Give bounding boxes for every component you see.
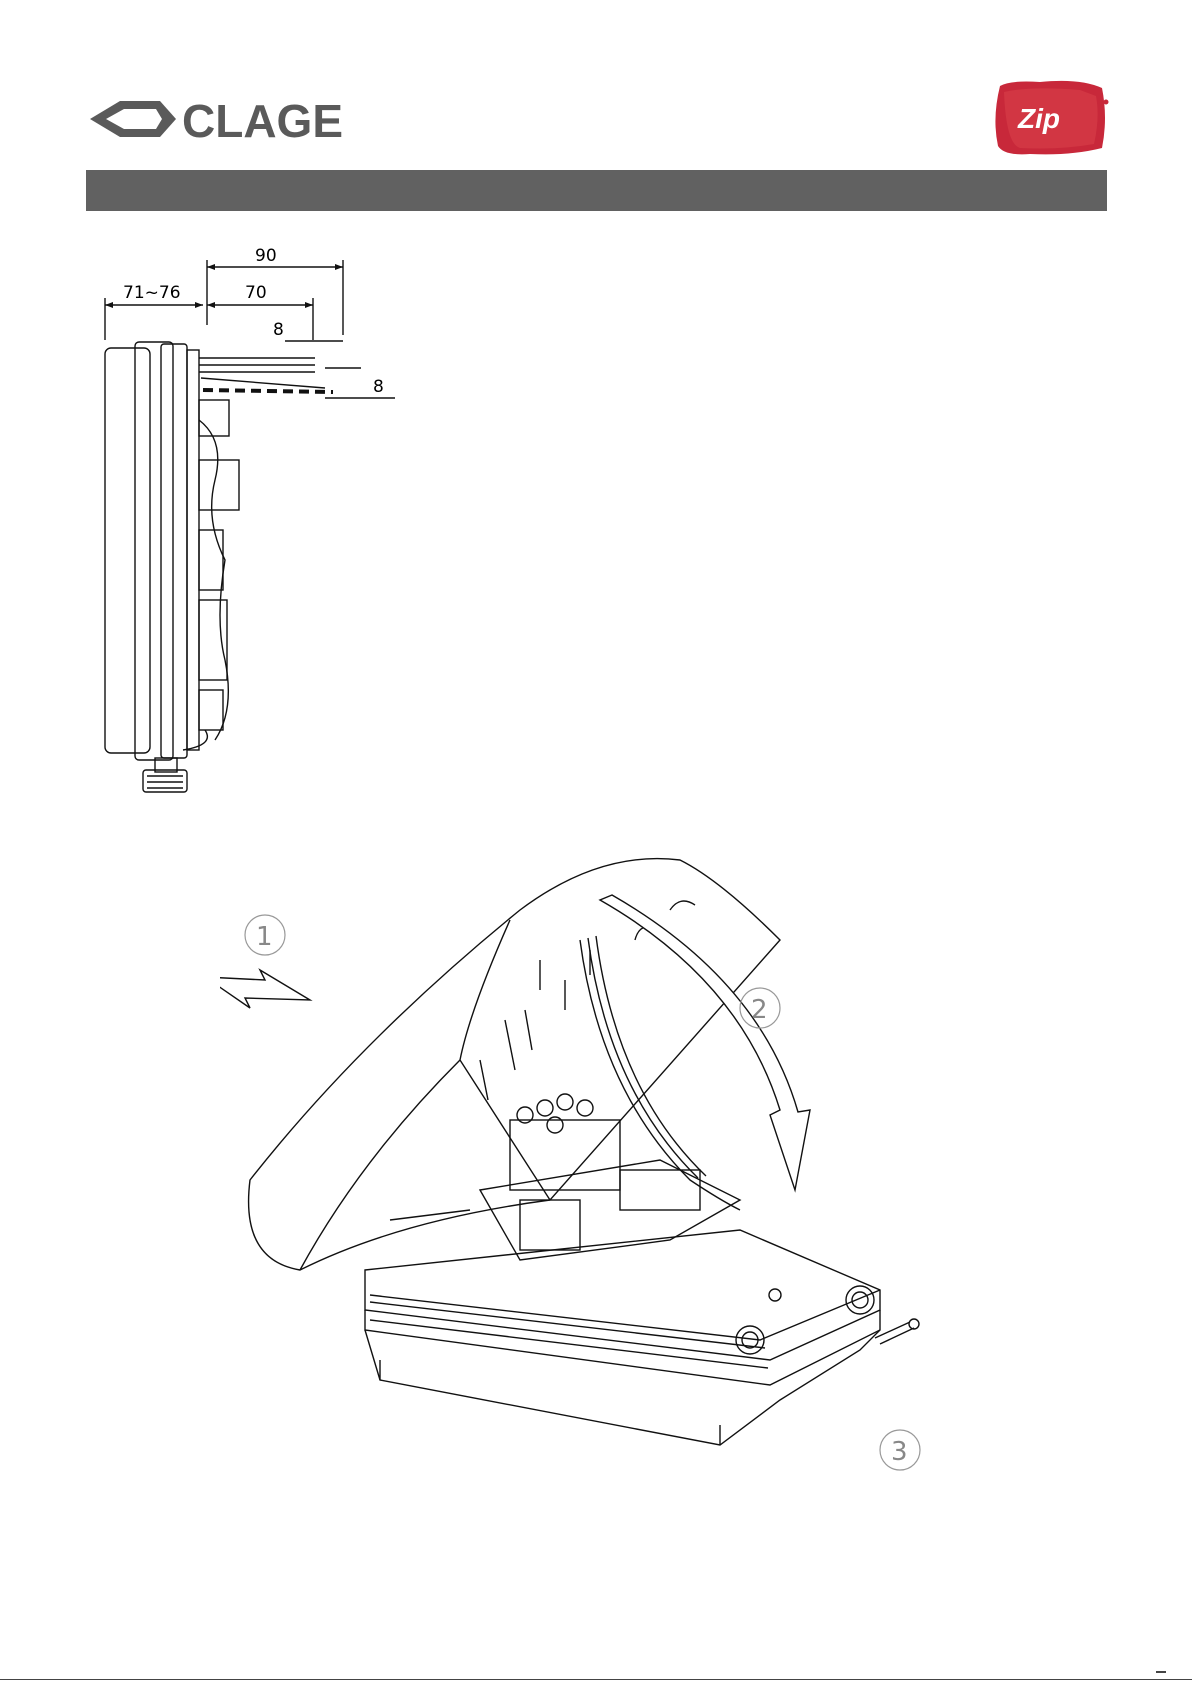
dimension-71-76: 71~76	[123, 283, 181, 303]
footer-mark	[1156, 1671, 1166, 1673]
step-1: 1	[256, 922, 273, 952]
dimension-70: 70	[245, 283, 267, 303]
zip-logo-text: Zip	[1017, 103, 1060, 134]
dimension-90: 90	[255, 246, 277, 266]
clage-logo-text: CLAGE	[182, 95, 343, 143]
step-2: 2	[751, 995, 768, 1025]
side-view-drawing: 90 71~76 70 8 8	[95, 240, 405, 810]
clage-logo: CLAGE	[86, 95, 346, 143]
step-3: 3	[891, 1437, 908, 1467]
zip-logo: Zip	[990, 78, 1110, 158]
dimension-8-top: 8	[273, 320, 284, 340]
footer-rule	[0, 1679, 1192, 1680]
installation-drawing: 1 2 3	[220, 840, 1000, 1500]
dimension-8-bottom: 8	[373, 377, 384, 397]
header-bar	[86, 170, 1107, 211]
